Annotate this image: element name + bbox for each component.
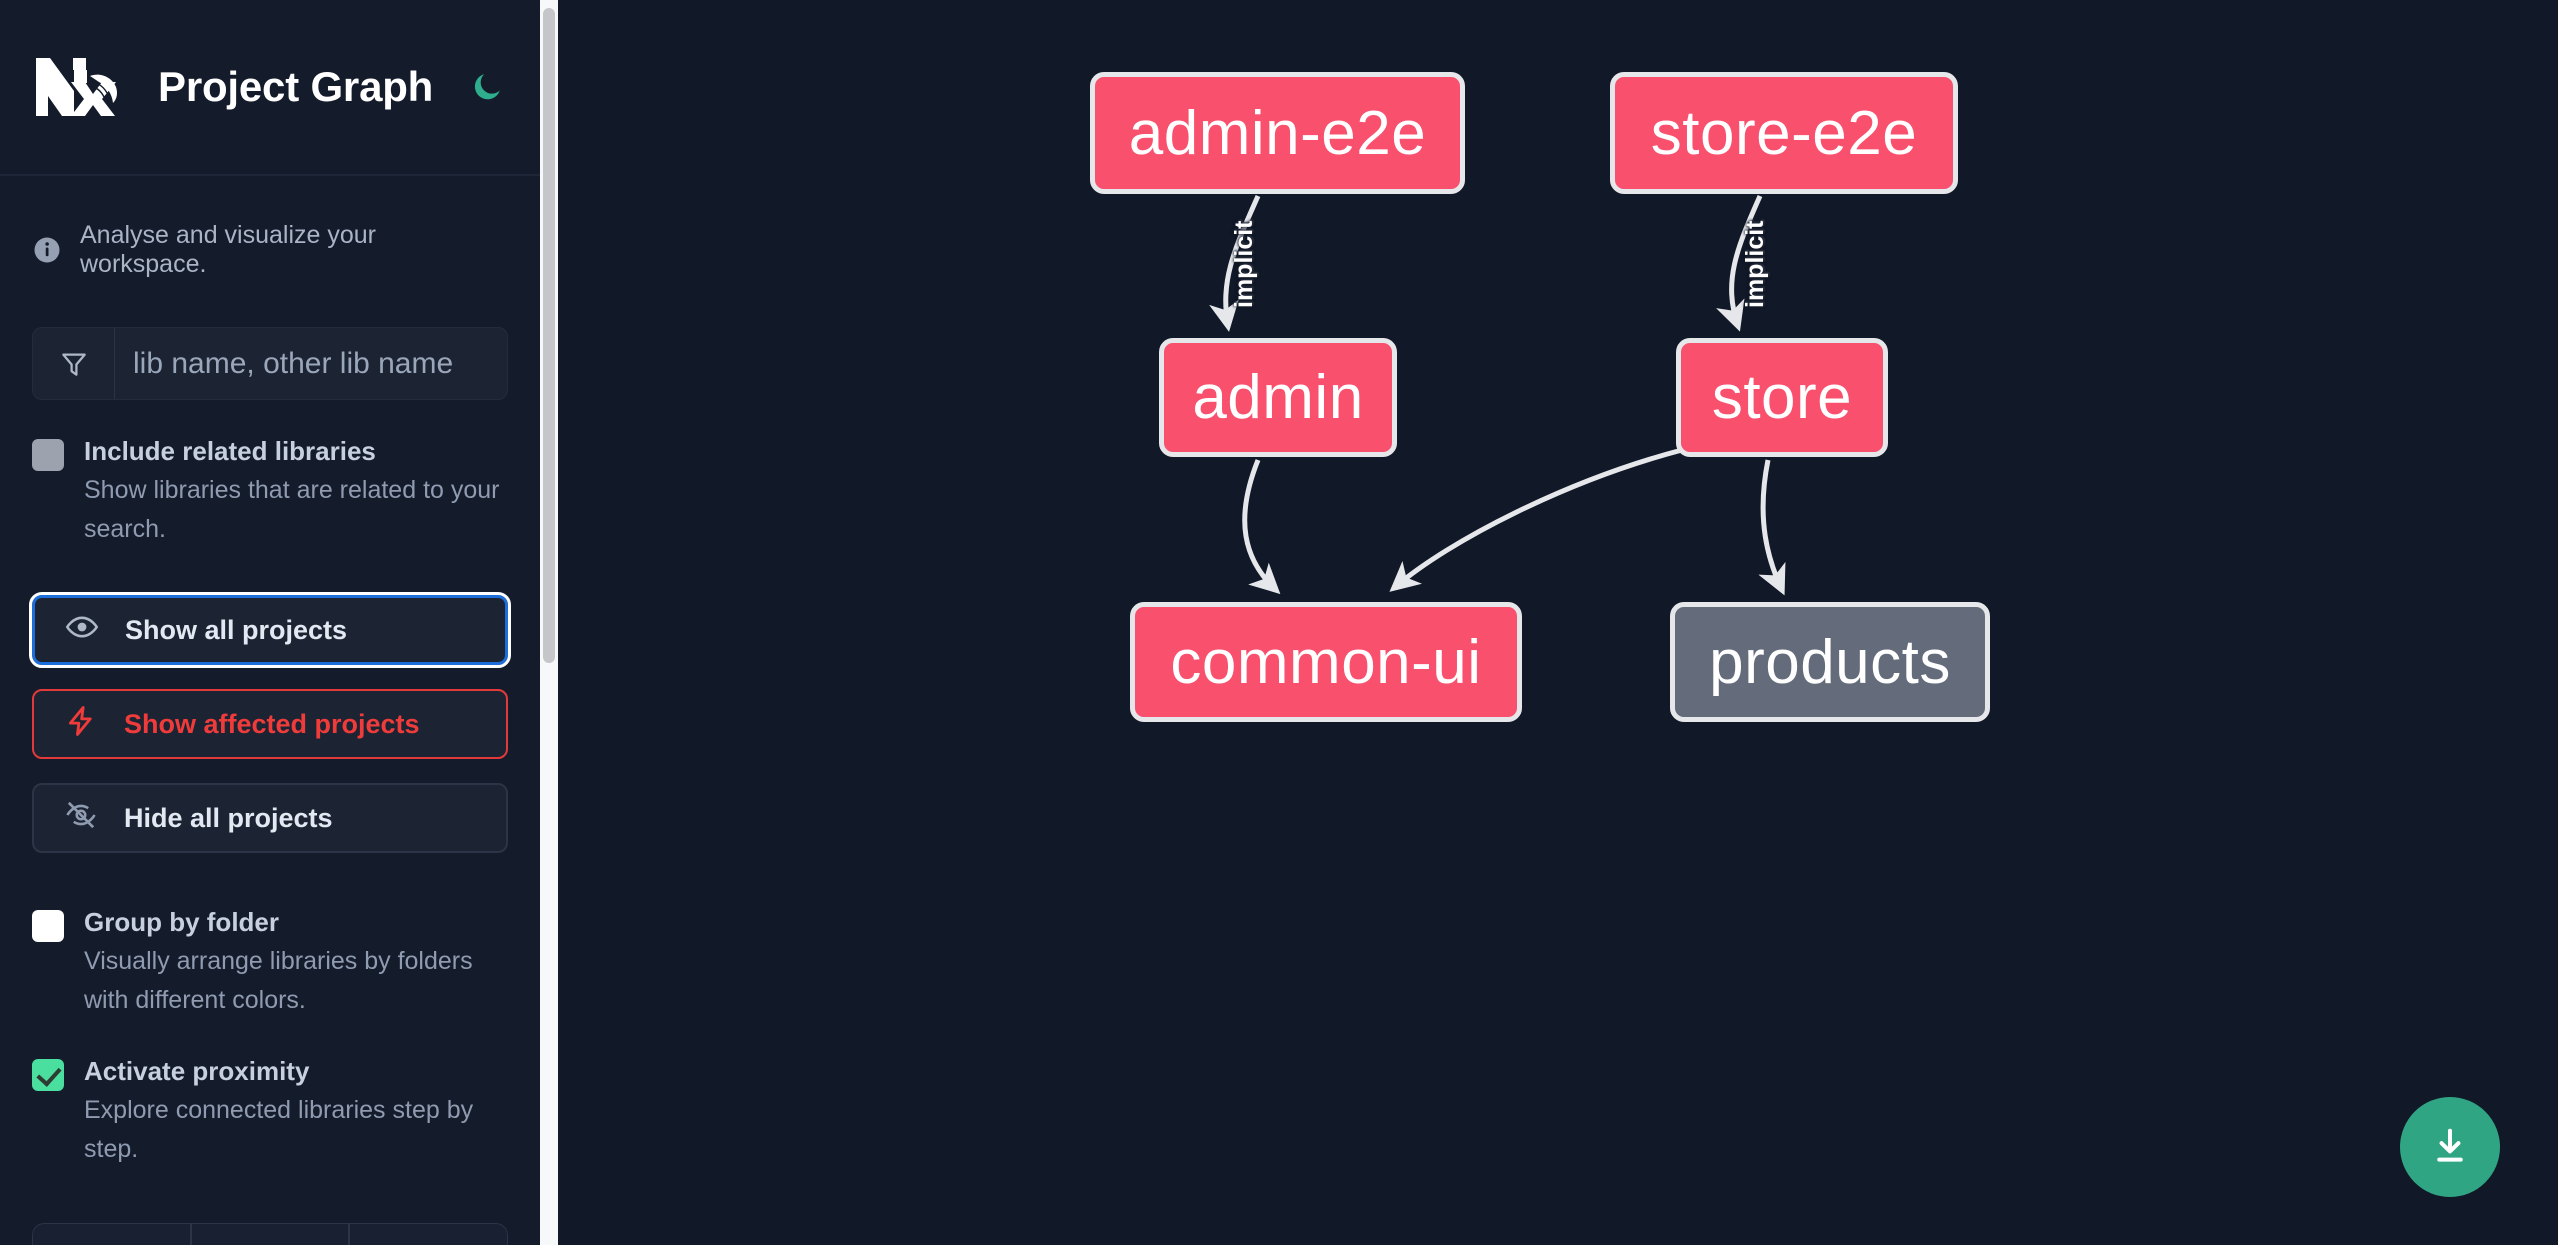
- group-by-folder-label: Group by folder: [84, 907, 279, 937]
- show-affected-projects-label: Show affected projects: [124, 708, 420, 739]
- project-graph-canvas[interactable]: admin-e2e store-e2e admin store common-u…: [558, 0, 2558, 1245]
- graph-node-common-ui[interactable]: common-ui: [1130, 602, 1522, 722]
- sidebar-header: Project Graph: [0, 0, 540, 176]
- segmented-control[interactable]: [32, 1223, 508, 1245]
- group-by-folder-description: Visually arrange libraries by folders wi…: [84, 947, 473, 1014]
- eye-off-icon: [64, 798, 98, 839]
- edge-store-to-common-ui: [1389, 447, 1683, 592]
- info-icon: [32, 235, 62, 265]
- group-by-folder-checkbox[interactable]: [32, 910, 64, 942]
- download-button[interactable]: [2400, 1097, 2500, 1197]
- sidebar-scrollbar[interactable]: [540, 0, 558, 1245]
- sidebar-scroll-area: Project Graph Analy: [0, 0, 540, 1245]
- sidebar-body: Analyse and visualize your workspace. In…: [0, 176, 540, 1245]
- segmented-control-option-2[interactable]: [190, 1223, 350, 1245]
- moon-icon[interactable]: [467, 64, 506, 110]
- filter-icon: [33, 328, 115, 399]
- graph-node-admin[interactable]: admin: [1159, 338, 1397, 457]
- graph-node-label: admin-e2e: [1128, 98, 1427, 168]
- show-all-projects-label: Show all projects: [125, 614, 348, 645]
- segmented-control-option-3[interactable]: [349, 1223, 508, 1245]
- analyse-note-text: Analyse and visualize your workspace.: [80, 221, 376, 278]
- show-affected-projects-button[interactable]: Show affected projects: [32, 689, 508, 759]
- graph-edges: [1209, 194, 1786, 596]
- analyse-note-row: Analyse and visualize your workspace.: [32, 176, 508, 279]
- graph-node-admin-e2e[interactable]: admin-e2e: [1090, 72, 1465, 194]
- edge-label-admin-implicit: implicit: [1230, 220, 1258, 308]
- page-title: Project Graph: [158, 63, 434, 110]
- graph-node-label: products: [1709, 627, 1951, 697]
- nx-logo: [34, 56, 126, 118]
- download-icon: [2437, 1128, 2463, 1162]
- graph-node-store[interactable]: store: [1676, 338, 1888, 457]
- activate-proximity-label: Activate proximity: [84, 1056, 310, 1086]
- search-input[interactable]: [115, 328, 507, 399]
- show-all-projects-button[interactable]: Show all projects: [29, 592, 511, 668]
- project-visibility-buttons: Show all projects Show affected projects: [29, 592, 511, 853]
- segmented-control-option-1[interactable]: [32, 1223, 191, 1245]
- sidebar: Project Graph Analy: [0, 0, 558, 1245]
- sidebar-scrollbar-thumb[interactable]: [543, 8, 555, 663]
- eye-icon: [65, 610, 99, 651]
- activate-proximity-checkbox[interactable]: [32, 1059, 64, 1091]
- activate-proximity-description: Explore connected libraries step by step…: [84, 1096, 474, 1163]
- include-related-libraries-checkbox[interactable]: [32, 439, 64, 471]
- graph-node-store-e2e[interactable]: store-e2e: [1610, 72, 1958, 194]
- graph-node-label: store: [1711, 363, 1853, 432]
- lightning-bolt-icon: [64, 704, 98, 745]
- search-box[interactable]: [32, 327, 508, 400]
- graph-node-products[interactable]: products: [1670, 602, 1990, 722]
- graph-node-label: admin: [1192, 363, 1364, 432]
- edge-admin-to-common-ui: [1242, 459, 1281, 595]
- graph-node-label: store-e2e: [1650, 98, 1918, 168]
- edge-label-store-implicit: implicit: [1741, 220, 1769, 308]
- graph-node-label: common-ui: [1170, 627, 1482, 697]
- option-include-related-libraries[interactable]: Include related libraries Show libraries…: [32, 434, 508, 549]
- edge-store-to-products: [1758, 459, 1786, 596]
- include-related-libraries-description: Show libraries that are related to your …: [84, 476, 500, 543]
- include-related-libraries-label: Include related libraries: [84, 436, 376, 466]
- option-group-by-folder[interactable]: Group by folder Visually arrange librari…: [32, 905, 508, 1020]
- hide-all-projects-label: Hide all projects: [124, 802, 333, 833]
- option-activate-proximity[interactable]: Activate proximity Explore connected lib…: [32, 1054, 508, 1169]
- hide-all-projects-button[interactable]: Hide all projects: [32, 783, 508, 853]
